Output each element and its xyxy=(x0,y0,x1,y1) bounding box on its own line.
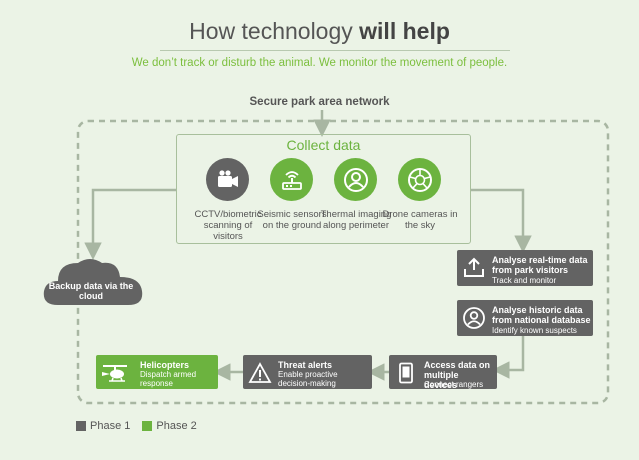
thermal-circle xyxy=(334,158,377,201)
seismic-circle xyxy=(270,158,313,201)
arrow-historic-to-devices xyxy=(492,336,525,379)
realtime-analysis-box: Analyse real-time data from park visitor… xyxy=(457,250,593,286)
realtime-title: Analyse real-time data from park visitor… xyxy=(492,255,588,275)
seismic-sensor-icon xyxy=(281,170,302,190)
arrow-collect-to-realtime xyxy=(471,188,532,253)
helicopters-sub: Dispatch armed response xyxy=(140,370,197,388)
page-subtitle: We don’t track or disturb the animal. We… xyxy=(131,57,508,69)
devices-title: Access data on multiple devices xyxy=(424,360,491,390)
page-title: How technology will help xyxy=(189,18,450,44)
drone-camera-icon xyxy=(407,167,432,192)
historic-analysis-box: Analyse historic data from national data… xyxy=(457,300,593,336)
network-label: Secure park area network xyxy=(249,96,390,108)
helicopters-box: Helicopters Dispatch armed response xyxy=(96,355,218,389)
helicopter-icon xyxy=(102,365,127,382)
historic-sub: Identify known suspects xyxy=(492,326,577,335)
collect-data-title: Collect data xyxy=(286,137,361,153)
threat-sub: Enable proactive decision-making xyxy=(278,370,338,388)
person-icon xyxy=(463,307,485,329)
title-divider xyxy=(160,50,510,51)
thermal-label: Thermal imaging along perimeter xyxy=(320,209,392,231)
upload-tray-icon xyxy=(464,257,484,277)
threat-title: Threat alerts xyxy=(278,360,333,370)
warning-icon xyxy=(248,362,272,383)
legend-swatch-phase-1 xyxy=(76,421,86,431)
network-boundary xyxy=(76,119,610,405)
historic-title: Analyse historic data from national data… xyxy=(492,305,591,325)
legend-label-phase-2: Phase 2 xyxy=(156,420,197,432)
drone-label: Drone cameras in the sky xyxy=(382,209,458,231)
devices-box: Access data on multiple devices Connect … xyxy=(389,355,497,390)
tablet-icon xyxy=(399,362,413,384)
legend-swatch-phase-2 xyxy=(142,421,153,431)
cctv-circle xyxy=(206,158,249,201)
collect-data-panel xyxy=(176,134,471,244)
video-camera-icon xyxy=(217,169,238,187)
backup-label: Backup data via the cloud xyxy=(48,281,134,301)
cloud-icon xyxy=(43,259,143,305)
thermal-camera-icon xyxy=(343,167,368,192)
seismic-label: Seismic sensors on the ground xyxy=(257,209,327,231)
cctv-label: CCTV/biometric scanning of visitors xyxy=(194,209,262,242)
legend: Phase 1 Phase 2 xyxy=(76,420,197,432)
devices-sub: Connect rangers xyxy=(424,380,484,389)
helicopters-title: Helicopters xyxy=(140,360,190,370)
arrow-collect-to-cloud xyxy=(84,188,176,260)
threat-alerts-box: Threat alerts Enable proactive decision-… xyxy=(243,355,372,389)
realtime-sub: Track and monitor xyxy=(492,276,557,285)
drone-circle xyxy=(398,158,441,201)
legend-label-phase-1: Phase 1 xyxy=(90,420,131,432)
